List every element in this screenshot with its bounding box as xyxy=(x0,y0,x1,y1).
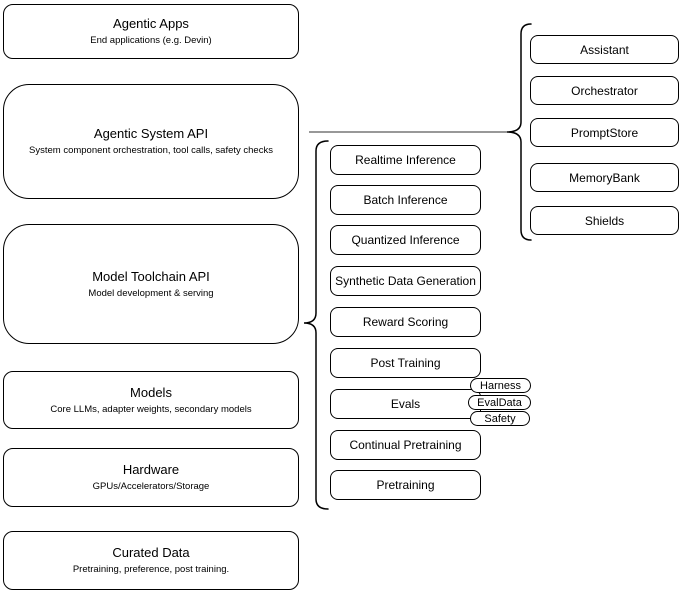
node-label: Post Training xyxy=(370,356,441,370)
node-label: MemoryBank xyxy=(569,170,640,185)
node-subtitle: Model development & serving xyxy=(88,287,214,299)
node-label: PromptStore xyxy=(570,125,639,140)
node-assistant: Assistant xyxy=(530,35,679,64)
node-pretraining: Pretraining xyxy=(330,470,481,500)
tag-label: EvalData xyxy=(477,396,522,409)
node-label: Pretraining xyxy=(376,478,435,492)
node-label: Assistant xyxy=(580,42,629,57)
node-quantized-inference: Quantized Inference xyxy=(330,225,481,255)
node-title: Agentic Apps xyxy=(113,16,189,31)
node-hardware: Hardware GPUs/Accelerators/Storage xyxy=(3,448,299,507)
tag-label: Safety xyxy=(484,412,516,425)
node-label: Realtime Inference xyxy=(355,153,456,167)
node-batch-inference: Batch Inference xyxy=(330,185,481,215)
node-evals: Evals xyxy=(330,389,481,419)
node-promptstore: PromptStore xyxy=(530,118,679,147)
node-subtitle: Core LLMs, adapter weights, secondary mo… xyxy=(50,403,252,415)
node-label: Batch Inference xyxy=(363,193,448,207)
node-shields: Shields xyxy=(530,206,679,235)
node-label: Orchestrator xyxy=(571,83,638,98)
node-title: Agentic System API xyxy=(93,126,209,141)
node-reward-scoring: Reward Scoring xyxy=(330,307,481,337)
tag-safety: Safety xyxy=(470,411,530,426)
node-subtitle: GPUs/Accelerators/Storage xyxy=(92,481,210,492)
node-subtitle: System component orchestration, tool cal… xyxy=(29,145,273,156)
node-label: Reward Scoring xyxy=(362,315,449,329)
node-subtitle: Pretraining, preference, post training. xyxy=(72,564,230,575)
node-label: Synthetic Data Generation xyxy=(335,274,476,288)
node-label: Evals xyxy=(390,397,421,411)
node-model-toolchain-api: Model Toolchain API Model development & … xyxy=(3,224,299,344)
node-agentic-apps: Agentic Apps End applications (e.g. Devi… xyxy=(3,4,299,59)
brace-toolchain-group xyxy=(303,140,329,510)
tag-evaldata: EvalData xyxy=(468,395,531,410)
node-title: Curated Data xyxy=(112,545,190,560)
node-title: Hardware xyxy=(122,462,180,477)
node-title: Model Toolchain API xyxy=(92,268,210,284)
node-orchestrator: Orchestrator xyxy=(530,76,679,105)
brace-system-components-group xyxy=(506,23,532,241)
node-models: Models Core LLMs, adapter weights, secon… xyxy=(3,371,299,429)
node-label: Quantized Inference xyxy=(351,233,460,247)
tag-harness: Harness xyxy=(470,378,531,393)
node-label: Shields xyxy=(584,213,625,228)
node-title: Models xyxy=(130,384,172,400)
tag-label: Harness xyxy=(480,379,521,392)
node-agentic-system-api: Agentic System API System component orch… xyxy=(3,84,299,199)
node-subtitle: End applications (e.g. Devin) xyxy=(90,35,212,46)
node-synthetic-data-generation: Synthetic Data Generation xyxy=(330,266,481,296)
node-post-training: Post Training xyxy=(330,348,481,378)
node-curated-data: Curated Data Pretraining, preference, po… xyxy=(3,531,299,590)
node-label: Continual Pretraining xyxy=(349,438,462,452)
node-realtime-inference: Realtime Inference xyxy=(330,145,481,175)
node-memorybank: MemoryBank xyxy=(530,163,679,192)
node-continual-pretraining: Continual Pretraining xyxy=(330,430,481,460)
